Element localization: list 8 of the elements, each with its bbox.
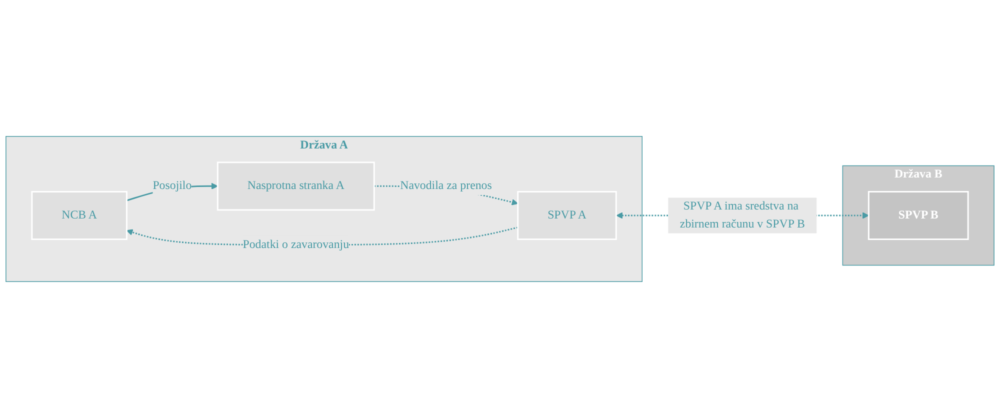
- edge-label: Navodila za prenos: [400, 179, 492, 192]
- edge-label: SPVP A ima sredstva na zbirnem računu v SPVP B: [680, 200, 805, 230]
- edge-label: Posojilo: [152, 179, 192, 192]
- node-box: SPVP A: [517, 190, 617, 240]
- node-box: NCB A: [31, 190, 128, 240]
- edge-label: Podatki o zavarovanju: [242, 238, 350, 251]
- node-box: SPVP B: [868, 190, 969, 240]
- node-box: Nasprotna stranka A: [216, 162, 375, 211]
